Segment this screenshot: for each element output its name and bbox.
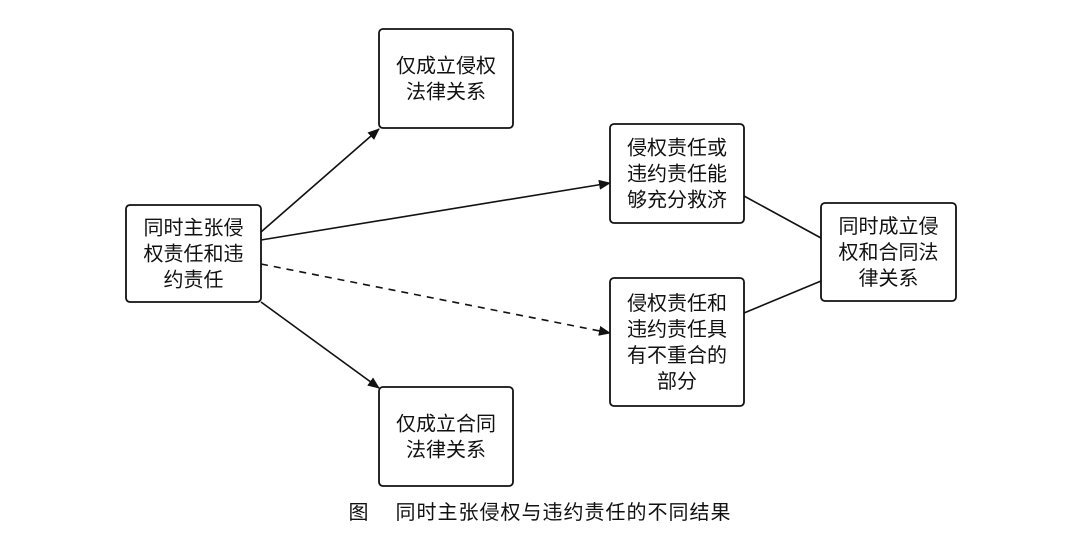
node-label-line: 侵权责任和 [627,291,727,315]
node-box [378,28,514,129]
edge-source-to-contract_only [260,301,380,389]
node-label-line: 够充分救济 [627,188,727,212]
node-label-line: 违约责任具 [627,317,727,341]
node-label-line: 约责任 [164,268,224,292]
node-label-line: 同时成立侵 [839,214,939,238]
flow-diagram: 同时主张侵权责任和违约责任仅成立侵权法律关系仅成立合同法律关系侵权责任或违约责任… [125,28,957,487]
node-box [125,204,262,303]
node-label-line: 权责任和违 [144,242,244,266]
edge-non_overlap-to-both [743,280,822,314]
node-label-line: 权和合同法 [839,240,939,264]
node-label-line: 法律关系 [406,80,486,104]
node-label-line: 有不重合的 [627,343,727,367]
caption-label: 图 [348,500,370,524]
edge-either_sufficient-to-both [743,195,822,239]
node-label-line: 律关系 [859,266,919,290]
node-label-line: 同时主张侵 [144,216,244,240]
node-label-line: 部分 [657,369,697,393]
edge-source-to-either_sufficient [260,179,611,241]
node-label-line: 法律关系 [406,438,486,462]
edge-source-to-non_overlap [260,263,611,336]
edge-source-to-tort_only [260,128,380,233]
node-box [609,277,745,407]
node-label-line: 侵权责任或 [627,136,727,160]
node-label-line: 仅成立侵权 [396,54,496,78]
node-label-line: 违约责任能 [627,162,727,186]
node-label-line: 仅成立合同 [396,412,496,436]
figure-caption: 图 同时主张侵权与违约责任的不同结果 [0,496,1080,525]
node-box [820,202,957,302]
caption-text: 同时主张侵权与违约责任的不同结果 [395,500,732,524]
node-box [609,123,745,224]
node-box [378,386,514,487]
